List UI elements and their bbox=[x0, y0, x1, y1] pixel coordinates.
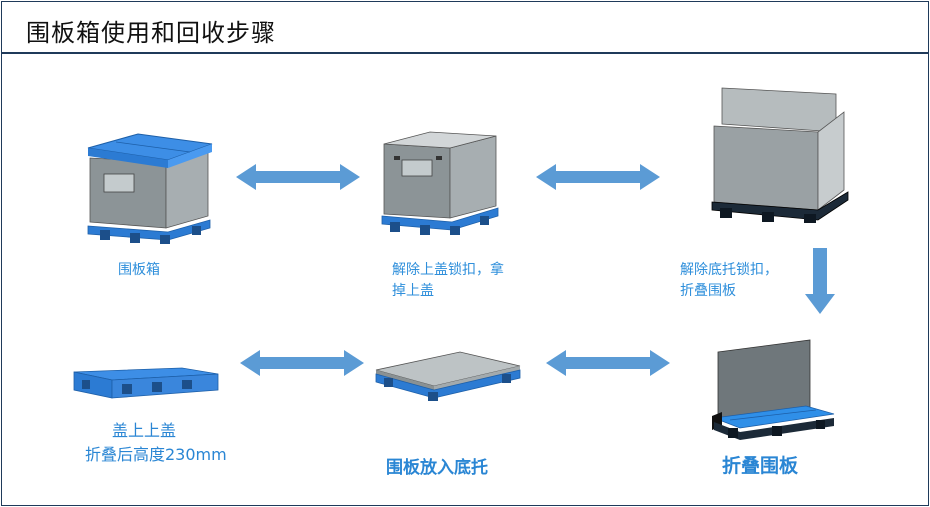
panels-in-pallet-image bbox=[375, 351, 521, 401]
step-label-6-line2: 折叠后高度230mm bbox=[85, 445, 227, 464]
page-title: 围板箱使用和回收步骤 bbox=[26, 19, 276, 47]
open-box-image bbox=[381, 131, 499, 235]
folding-panels-image bbox=[712, 339, 835, 440]
folded-with-lid-image bbox=[73, 367, 219, 399]
step-label-3-line1: 解除底托锁扣， bbox=[680, 262, 778, 278]
unfolding-box-image bbox=[711, 87, 849, 223]
step-label-4: 折叠围板 bbox=[722, 455, 799, 477]
step-label-5: 围板放入底托 bbox=[386, 458, 488, 478]
step-label-3-line2: 折叠围板 bbox=[680, 283, 736, 299]
step-label-2-line1: 解除上盖锁扣，拿 bbox=[392, 262, 504, 278]
double-arrow-icon bbox=[546, 350, 670, 376]
double-arrow-icon bbox=[240, 350, 364, 376]
assembled-box-image bbox=[87, 133, 213, 244]
header-bar: 围板箱使用和回收步骤 bbox=[2, 2, 928, 54]
step-label-1: 围板箱 bbox=[118, 262, 160, 278]
down-arrow-icon bbox=[805, 248, 835, 314]
double-arrow-icon bbox=[536, 164, 660, 190]
double-arrow-icon bbox=[236, 164, 360, 190]
step-label-2-line2: 掉上盖 bbox=[392, 283, 434, 299]
step-label-6-line1: 盖上上盖 bbox=[112, 421, 177, 440]
